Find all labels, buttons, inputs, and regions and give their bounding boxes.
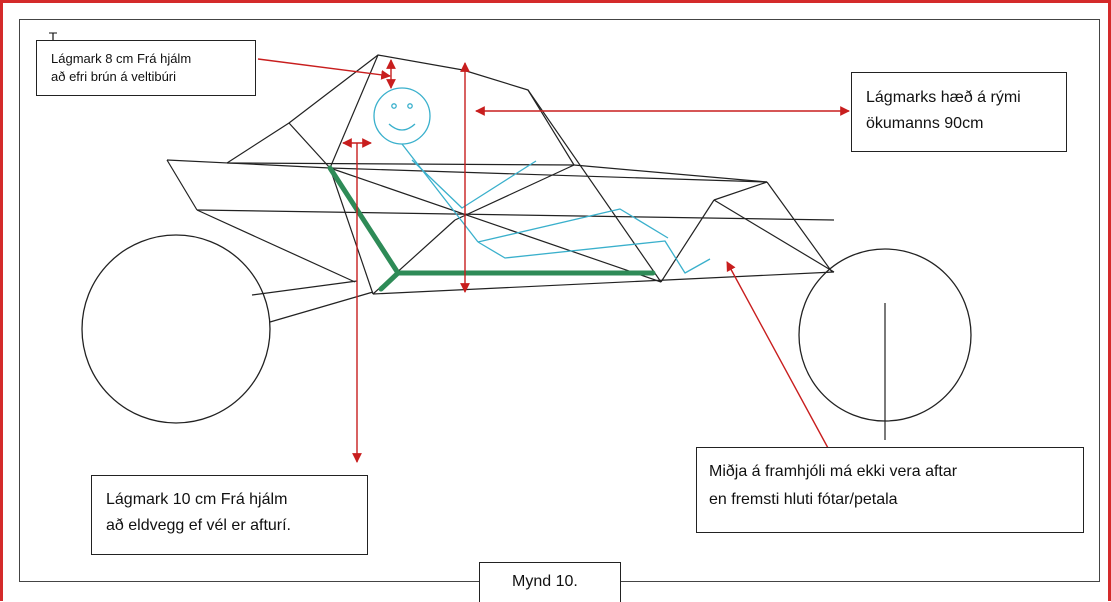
driver-figure bbox=[373, 87, 711, 274]
figure-caption: Mynd 10. bbox=[479, 562, 621, 602]
cockpit-height-line-1: Lágmarks hæð á rými bbox=[866, 89, 1021, 106]
cockpit-height-line-2: ökumanns 90cm bbox=[866, 115, 984, 132]
measure-arrows bbox=[257, 58, 850, 463]
front-wheel-position-label: Miðja á framhjóli má ekki vera aftar en … bbox=[696, 447, 1084, 533]
rear-wheel bbox=[81, 234, 271, 424]
helmet-rollbar-label: Lágmark 8 cm Frá hjálm að efri brún á ve… bbox=[36, 40, 256, 96]
front-wheel-line-2: en fremsti hluti fótar/petala bbox=[709, 491, 898, 508]
firewall-distance-label: Lágmark 10 cm Frá hjálm að eldvegg ef vé… bbox=[91, 475, 368, 555]
firewall-bar bbox=[327, 165, 656, 292]
firewall-line-2: að eldvegg ef vél er afturí. bbox=[106, 517, 291, 534]
firewall-line-1: Lágmark 10 cm Frá hjálm bbox=[106, 491, 288, 508]
cockpit-height-label: Lágmarks hæð á rými ökumanns 90cm bbox=[851, 72, 1067, 152]
helmet-rollbar-line-2: að efri brún á veltibúri bbox=[51, 69, 177, 84]
front-wheel-line-1: Miðja á framhjóli má ekki vera aftar bbox=[709, 463, 958, 480]
chassis-frame bbox=[166, 54, 886, 440]
helmet-rollbar-line-1: Lágmark 8 cm Frá hjálm bbox=[51, 51, 192, 66]
driver-head bbox=[373, 87, 431, 145]
